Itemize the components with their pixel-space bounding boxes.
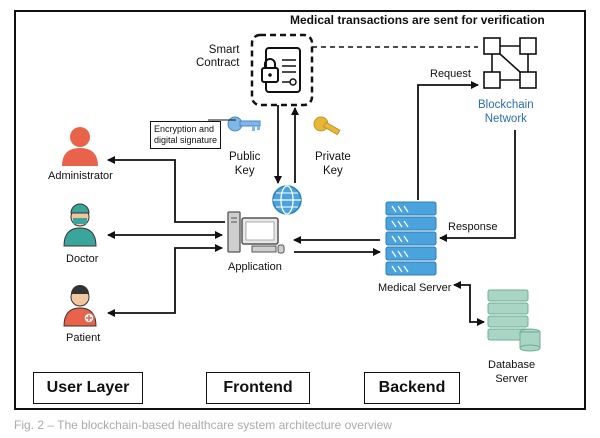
computer-icon [227, 211, 285, 254]
figure-caption: Fig. 2 – The blockchain-based healthcare… [14, 418, 392, 432]
verification-caption: Medical transactions are sent for verifi… [290, 13, 545, 27]
private-key-icon [313, 116, 341, 136]
doctor-icon [63, 203, 97, 247]
server-db-arrow [453, 281, 485, 326]
backend-layer-box: Backend [364, 372, 460, 404]
administrator-icon [62, 127, 98, 166]
blockchain-network-label: Blockchain Network [478, 99, 534, 125]
request-arrow [417, 81, 479, 200]
smart-contract-label: Smart Contract [196, 44, 240, 69]
response-label: Response [448, 221, 498, 233]
encryption-label: Encryption and digital signature [150, 121, 222, 149]
blockchain-icon [483, 37, 537, 89]
doctor-label: Doctor [66, 253, 99, 265]
private-key-label: Private Key [315, 151, 351, 177]
public-key-icon [227, 116, 261, 132]
application-label: Application [228, 261, 282, 273]
frontend-layer-box: Frontend [206, 372, 310, 404]
medical-server-icon [385, 201, 437, 276]
globe-icon [272, 185, 302, 215]
patient-label: Patient [66, 332, 101, 344]
administrator-label: Administrator [48, 170, 113, 182]
contract-document-icon [261, 47, 301, 93]
diagram-frame [14, 10, 586, 410]
user-layer-box: User Layer [33, 372, 143, 404]
database-server-icon [487, 289, 541, 352]
smart-contract-node [250, 33, 314, 107]
patient-app-arrow [107, 244, 223, 317]
medical-server-label: Medical Server [378, 282, 452, 294]
public-key-label: Public Key [229, 151, 261, 177]
request-label: Request [430, 68, 471, 80]
response-arrow [439, 130, 516, 242]
database-server-label: Database Server [488, 359, 536, 385]
patient-icon [63, 285, 97, 327]
app-to-admin-arrow [107, 156, 225, 223]
